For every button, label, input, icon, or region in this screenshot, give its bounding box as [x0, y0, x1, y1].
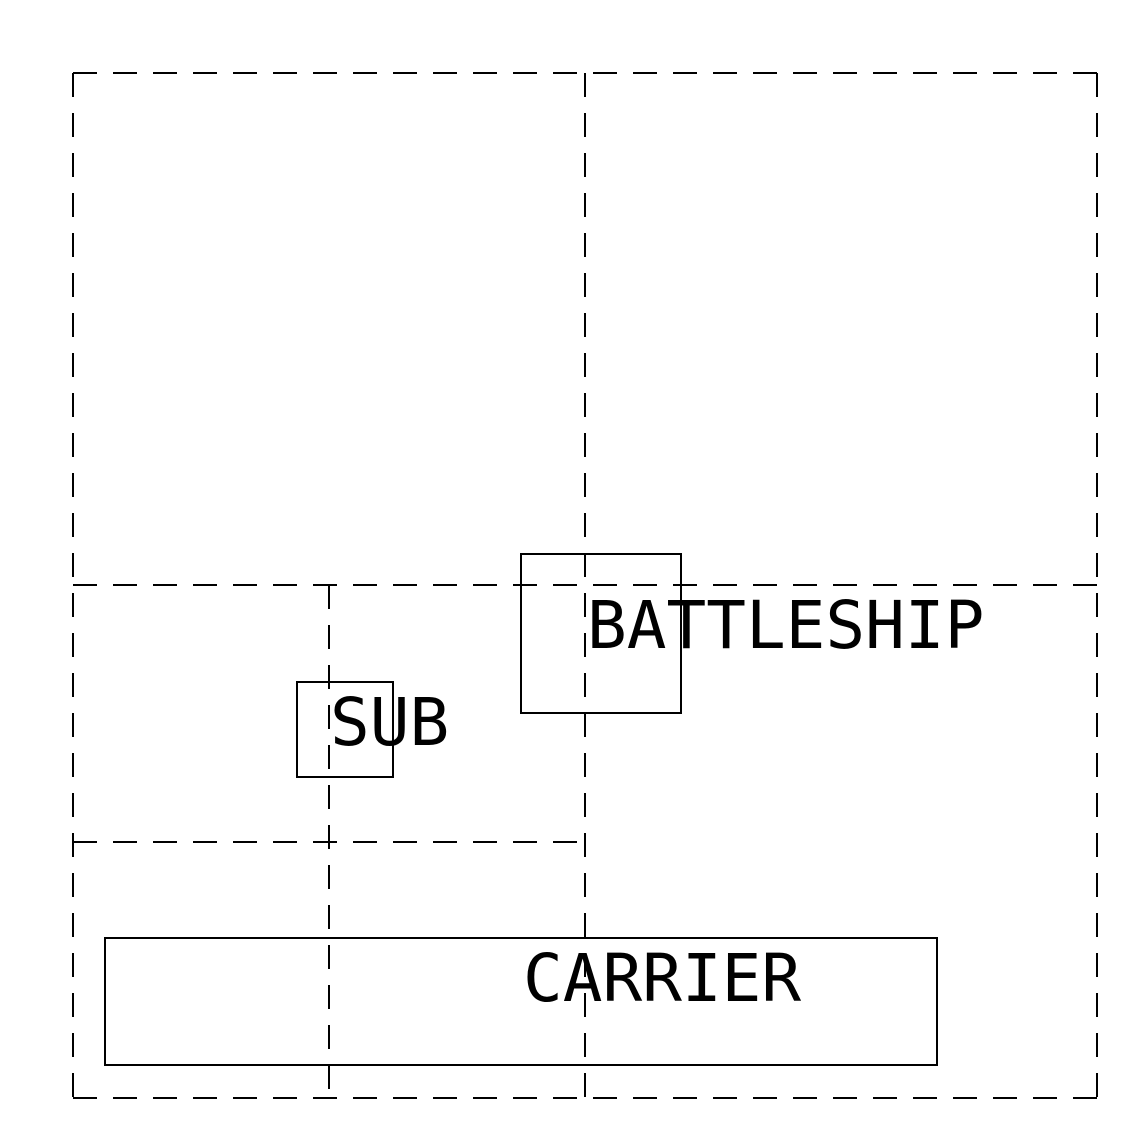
battleship-label: BATTLESHIP	[587, 587, 984, 664]
carrier-label: CARRIER	[523, 940, 801, 1017]
dashed-partition-grid	[72, 72, 1098, 1099]
ship-carrier: CARRIER	[104, 937, 938, 1066]
sub-box	[296, 681, 394, 778]
battleship-box	[520, 553, 682, 714]
carrier-box	[104, 937, 938, 1066]
sub-label: SUB	[330, 684, 449, 761]
ship-sub: SUB	[296, 681, 449, 778]
ship-battleship: BATTLESHIP	[520, 553, 984, 714]
